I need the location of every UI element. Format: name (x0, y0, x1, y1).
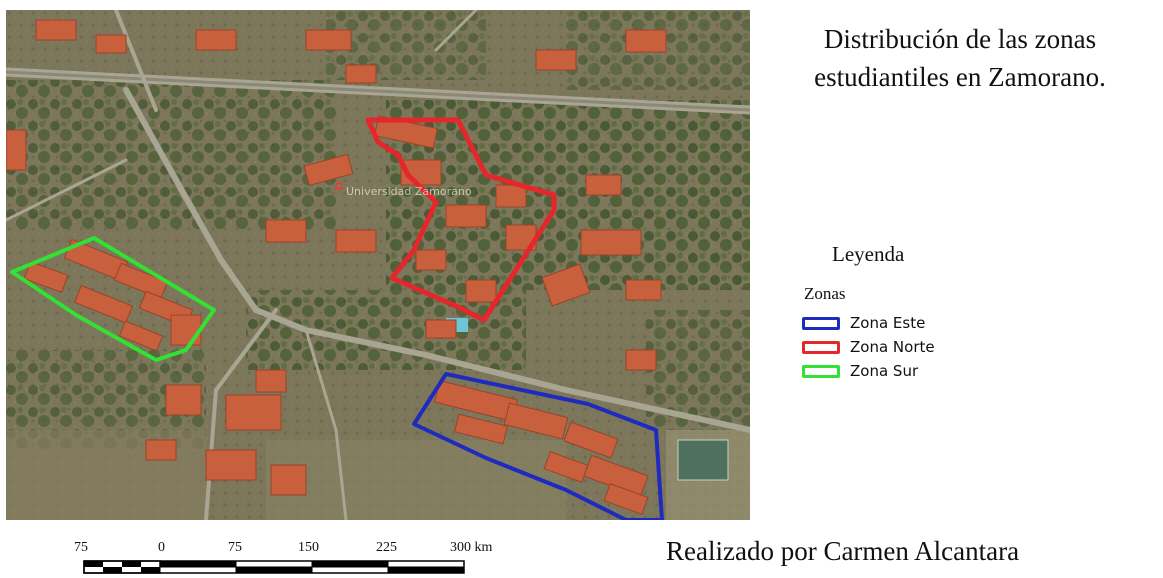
legend-label-zona-este: Zona Este (850, 314, 926, 332)
legend-label-zona-norte: Zona Norte (850, 338, 935, 356)
legend-swatch-zona-norte (802, 340, 840, 354)
legend-label-zona-sur: Zona Sur (850, 362, 919, 380)
scale-tick-label: 75 (74, 540, 88, 555)
scale-bar: 75 0 75 150 225 300 km (70, 540, 540, 577)
scale-bar-graphic (83, 560, 465, 574)
legend-swatch-zona-sur (802, 364, 840, 378)
scale-tick-label: 150 (298, 540, 319, 555)
legend-item-zona-sur: Zona Sur (802, 361, 918, 381)
map-credit: Realizado por Carmen Alcantara (666, 536, 1020, 566)
buildings (6, 19, 667, 515)
satellite-map[interactable]: Universidad Zamorano (6, 10, 750, 520)
title-line-2: estudiantiles en Zamorano. (814, 62, 1106, 92)
map-canvas: Universidad Zamorano (6, 10, 750, 520)
map-title: Distribución de las zonas estudiantiles … (760, 20, 1160, 96)
scale-tick-label: 0 (158, 540, 165, 555)
scale-tick-label: 75 (228, 540, 242, 555)
scale-tick-label: 300 km (450, 540, 493, 555)
zona-sur-outline[interactable] (10, 236, 216, 362)
legend-swatch-zona-este (802, 316, 840, 330)
sports-court (677, 439, 729, 481)
location-marker-icon (335, 182, 343, 190)
legend-subtitle: Zonas (804, 284, 846, 303)
legend-item-zona-este: Zona Este (802, 313, 925, 333)
map-label-group: Universidad Zamorano (335, 182, 472, 198)
title-line-1: Distribución de las zonas (823, 24, 1097, 54)
scale-tick-label: 225 (376, 540, 397, 555)
legend-item-zona-norte: Zona Norte (802, 337, 935, 357)
zona-este-outline[interactable] (412, 372, 664, 520)
legend-title: Leyenda (832, 242, 905, 266)
map-place-label: Universidad Zamorano (346, 185, 472, 198)
zona-norte-outline[interactable] (365, 117, 557, 323)
